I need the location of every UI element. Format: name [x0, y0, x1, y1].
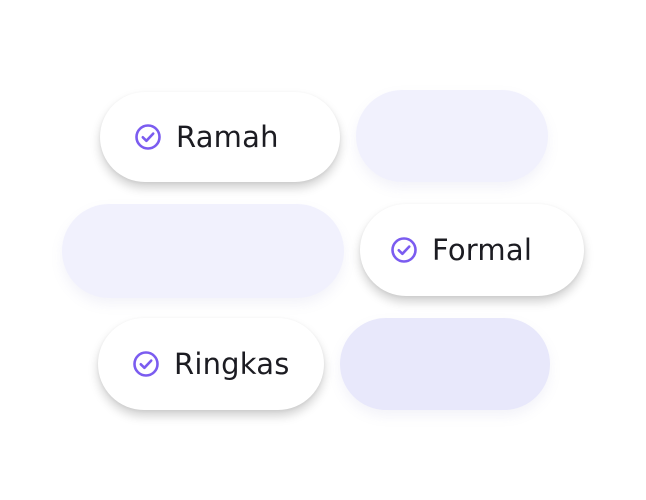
tone-chip-ramah[interactable]: Ramah — [100, 92, 340, 182]
placeholder-chip — [356, 90, 548, 182]
placeholder-chip — [340, 318, 550, 410]
placeholder-chip — [62, 204, 344, 298]
tone-chip-label: Ringkas — [174, 346, 290, 381]
tone-chip-formal[interactable]: Formal — [360, 204, 584, 296]
tone-chip-label: Ramah — [176, 119, 279, 154]
check-circle-icon — [390, 236, 418, 264]
check-circle-icon — [132, 350, 160, 378]
check-circle-icon — [134, 123, 162, 151]
tone-chip-label: Formal — [432, 232, 533, 267]
tone-chip-ringkas[interactable]: Ringkas — [98, 318, 324, 410]
